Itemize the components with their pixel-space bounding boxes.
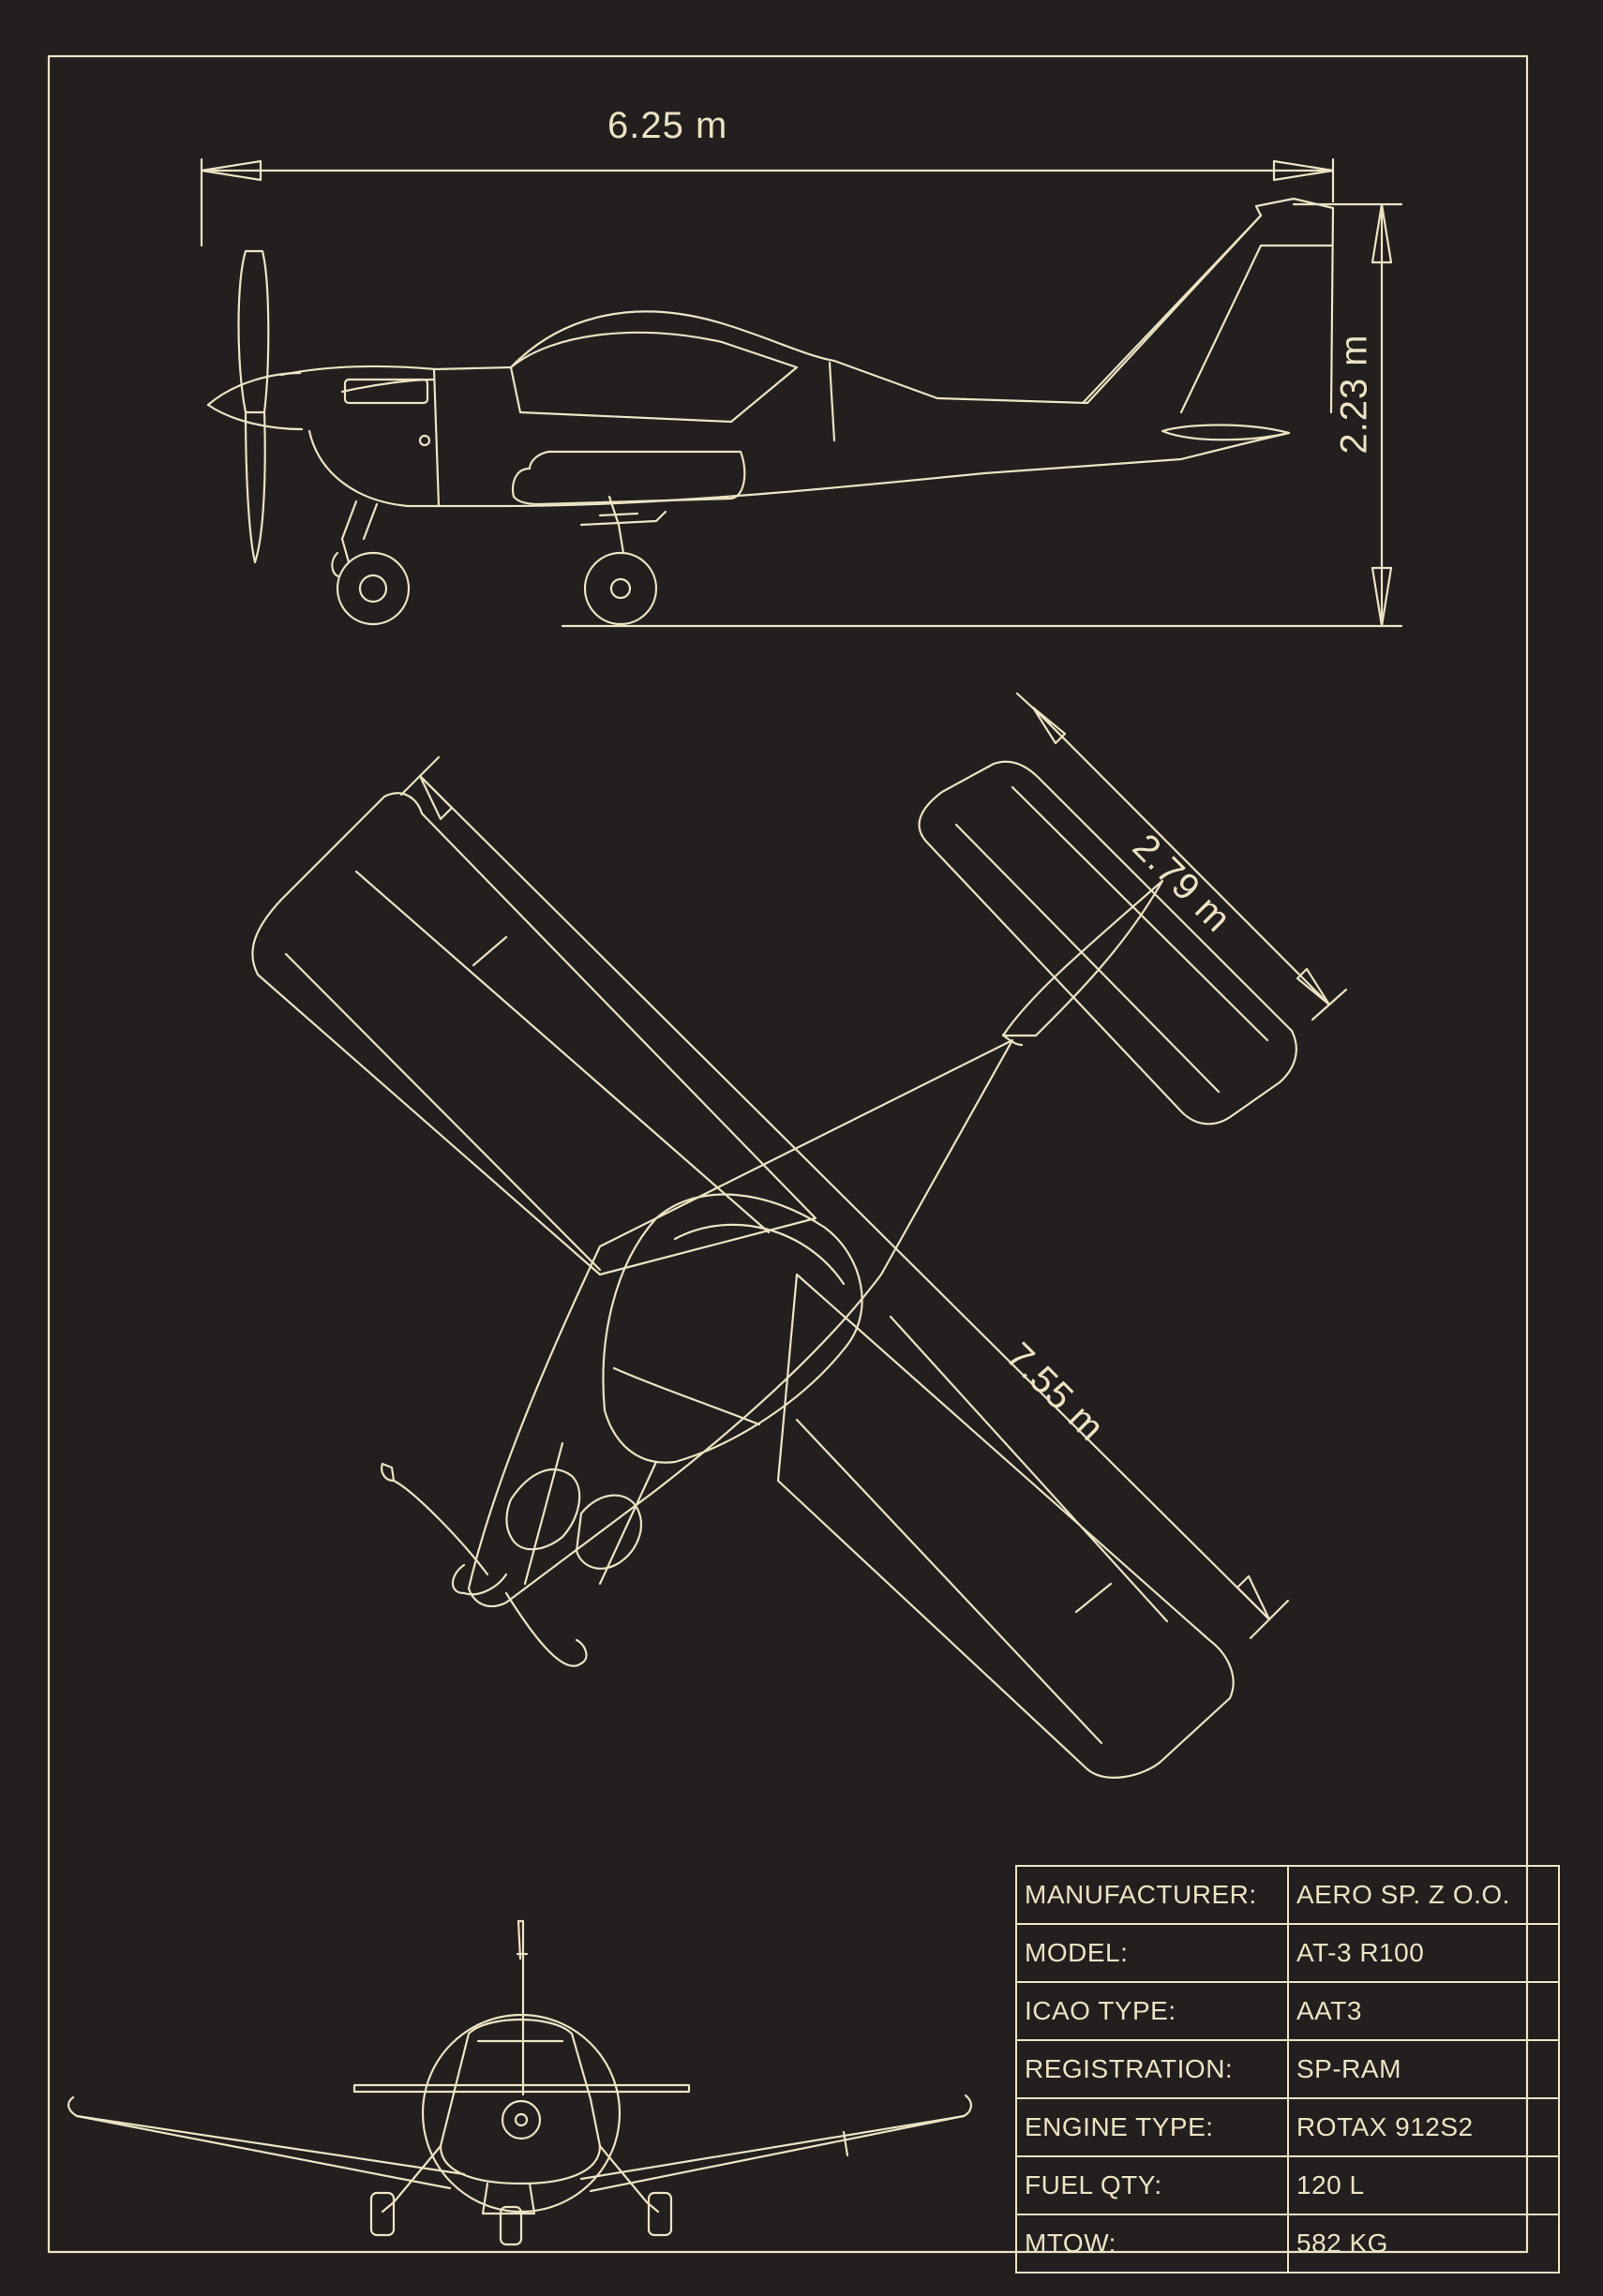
spec-value: AT-3 R100 bbox=[1287, 1923, 1560, 1983]
spec-label: MANUFACTURER: bbox=[1015, 1865, 1289, 1925]
top-view bbox=[251, 692, 1348, 1779]
spec-label: MTOW: bbox=[1015, 2214, 1289, 2274]
spec-label: ENGINE TYPE: bbox=[1015, 2097, 1289, 2157]
spec-label: ICAO TYPE: bbox=[1015, 1981, 1289, 2041]
length-dimension-label: 6.25 m bbox=[607, 105, 728, 146]
table-row: MTOW: 582 KG bbox=[1015, 2214, 1560, 2274]
spec-label: REGISTRATION: bbox=[1015, 2039, 1289, 2099]
front-view bbox=[67, 1919, 972, 2246]
spec-value: SP-RAM bbox=[1287, 2039, 1560, 2099]
table-row: ICAO TYPE: AAT3 bbox=[1015, 1981, 1560, 2041]
spec-value: 582 KG bbox=[1287, 2214, 1560, 2274]
height-dimension-label: 2.23 m bbox=[1333, 334, 1375, 455]
drawing-frame bbox=[47, 54, 1529, 2254]
spec-value: AERO SP. Z O.O. bbox=[1287, 1865, 1560, 1925]
table-row: MANUFACTURER: AERO SP. Z O.O. bbox=[1015, 1865, 1560, 1925]
spec-value: 120 L bbox=[1287, 2155, 1560, 2215]
table-row: FUEL QTY: 120 L bbox=[1015, 2155, 1560, 2215]
spec-label: MODEL: bbox=[1015, 1923, 1289, 1983]
table-row: MODEL: AT-3 R100 bbox=[1015, 1923, 1560, 1983]
side-view bbox=[200, 157, 1403, 628]
table-row: REGISTRATION: SP-RAM bbox=[1015, 2039, 1560, 2099]
spec-table: MANUFACTURER: AERO SP. Z O.O. MODEL: AT-… bbox=[1015, 1865, 1560, 2274]
table-row: ENGINE TYPE: ROTAX 912S2 bbox=[1015, 2097, 1560, 2157]
spec-value: ROTAX 912S2 bbox=[1287, 2097, 1560, 2157]
spec-value: AAT3 bbox=[1287, 1981, 1560, 2041]
spec-label: FUEL QTY: bbox=[1015, 2155, 1289, 2215]
